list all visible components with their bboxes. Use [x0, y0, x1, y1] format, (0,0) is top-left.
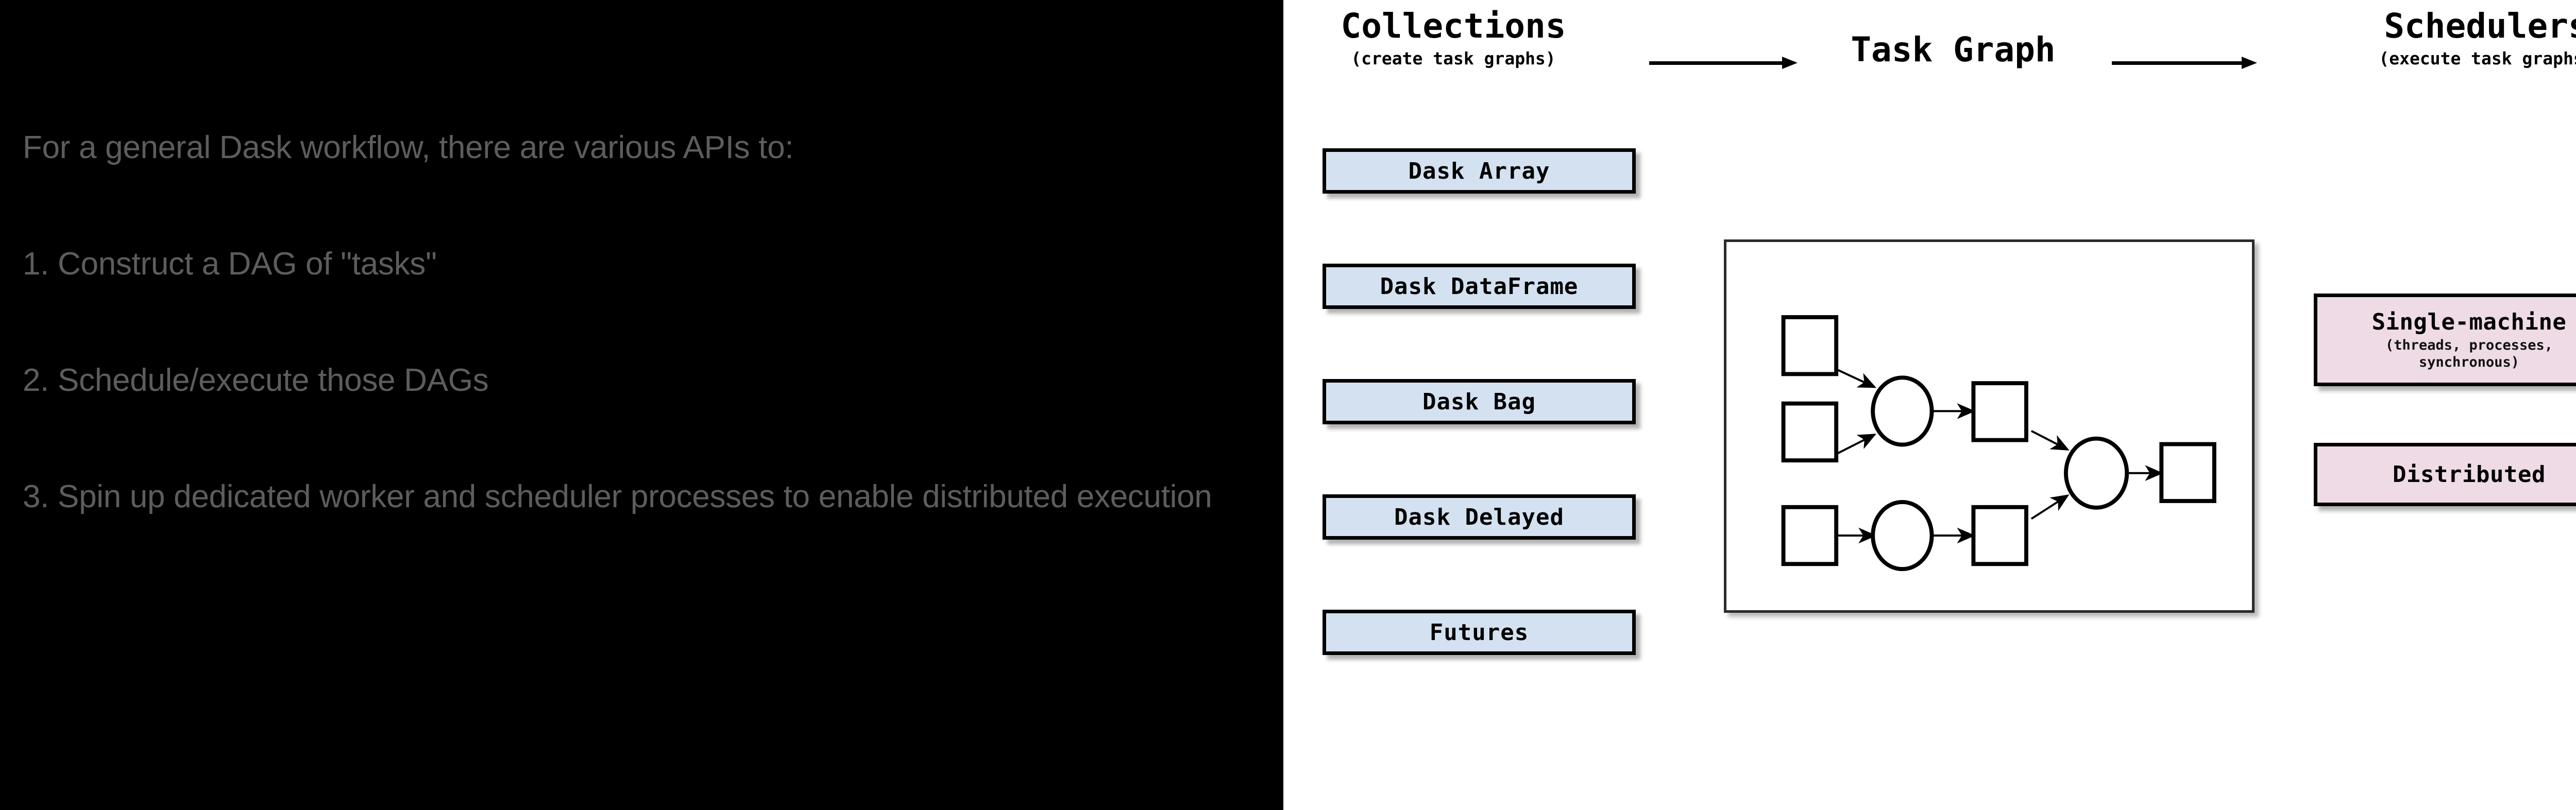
header-task-graph-title: Task Graph	[1851, 30, 2056, 70]
edge-in1-op1	[1835, 368, 1877, 388]
scheduler-box-subtitle: (threads, processes, synchronous)	[2385, 337, 2553, 370]
task-node-square-in3	[1781, 505, 1839, 566]
arrow-shaft	[1649, 61, 1784, 65]
task-graph-nodes	[1781, 315, 2216, 572]
scheduler-box-title: Single-machine	[2371, 309, 2567, 335]
slide-list-item-3: 3. Spin up dedicated worker and schedule…	[23, 479, 1212, 514]
header-task-graph: Task Graph	[1814, 31, 2092, 69]
collection-box-dask-delayed[interactable]: Dask Delayed	[1323, 494, 1636, 540]
collection-box-dask-bag[interactable]: Dask Bag	[1323, 379, 1636, 424]
arrow-right-icon	[1649, 57, 1799, 69]
arrow-right-icon	[2112, 57, 2259, 69]
collection-box-label: Dask Delayed	[1394, 504, 1564, 530]
header-schedulers: Schedulers (execute task graphs)	[2309, 7, 2576, 69]
task-graph-edges	[1835, 368, 2163, 544]
slide-text-block: For a general Dask workflow, there are v…	[23, 128, 1259, 517]
header-schedulers-title: Schedulers	[2384, 6, 2576, 46]
scheduler-box-title: Distributed	[2393, 461, 2546, 488]
header-collections: Collections (create task graphs)	[1289, 7, 1618, 69]
scheduler-box-distributed[interactable]: Distributed	[2314, 443, 2576, 506]
arrow-shaft	[2112, 61, 2244, 65]
spacer	[23, 284, 1259, 360]
slide-panel: For a general Dask workflow, there are v…	[0, 0, 1283, 810]
task-node-square-mid1	[1971, 381, 2028, 442]
arrow-head	[2242, 57, 2257, 69]
arrow-head	[1782, 57, 1798, 69]
slide-list-item-1: 1. Construct a DAG of "tasks"	[23, 246, 437, 282]
dask-architecture-diagram: Collections (create task graphs) Task Gr…	[1283, 0, 2576, 810]
task-node-square-in2	[1781, 401, 1839, 463]
collection-box-label: Dask DataFrame	[1380, 273, 1579, 300]
header-collections-title: Collections	[1341, 6, 1566, 46]
spacer	[23, 401, 1259, 477]
header-collections-subtitle: (create task graphs)	[1351, 48, 1556, 68]
collection-box-label: Futures	[1429, 619, 1529, 646]
task-node-square-out	[2159, 442, 2216, 503]
collection-box-label: Dask Bag	[1422, 388, 1536, 415]
task-node-square-in1	[1781, 315, 1839, 376]
spacer	[23, 168, 1259, 244]
scheduler-box-single-machine[interactable]: Single-machine (threads, processes, sync…	[2314, 294, 2576, 386]
collection-box-label: Dask Array	[1408, 158, 1550, 184]
task-node-circle-op2	[1871, 499, 1934, 572]
slide-intro-text: For a general Dask workflow, there are v…	[23, 130, 794, 165]
edge-mid2-op3	[2030, 494, 2070, 520]
collection-box-dask-dataframe[interactable]: Dask DataFrame	[1323, 264, 1636, 309]
edge-mid1-op3	[2030, 430, 2070, 451]
edge-in2-op1	[1835, 434, 1877, 455]
collection-box-futures[interactable]: Futures	[1323, 610, 1636, 655]
task-node-circle-op3	[2063, 436, 2129, 510]
task-node-circle-op1	[1871, 375, 1934, 447]
header-schedulers-subtitle: (execute task graphs)	[2379, 48, 2576, 68]
slide-list-item-2: 2. Schedule/execute those DAGs	[23, 363, 489, 398]
collection-box-dask-array[interactable]: Dask Array	[1323, 148, 1636, 194]
task-graph-panel	[1724, 239, 2255, 613]
task-graph-svg	[1781, 315, 2216, 572]
task-node-square-mid2	[1971, 505, 2028, 566]
